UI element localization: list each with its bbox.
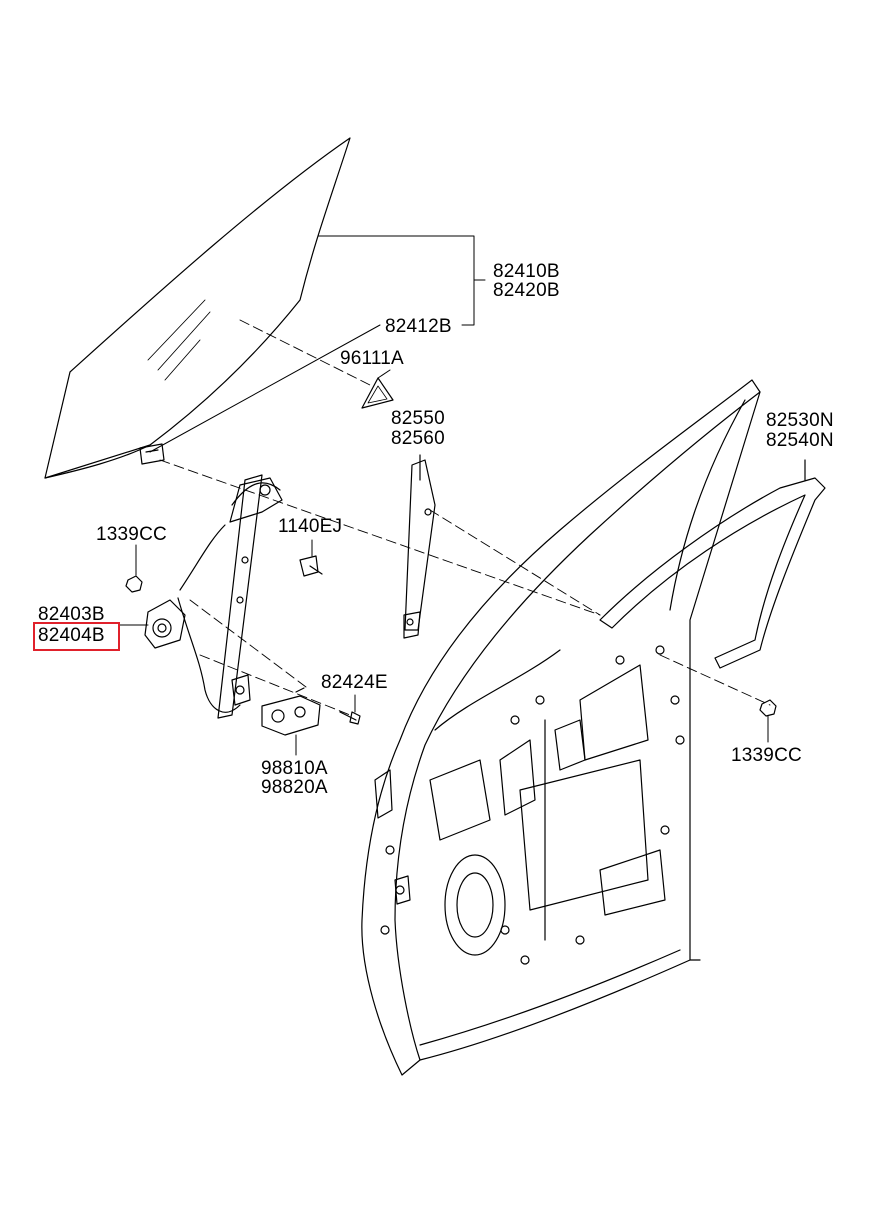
door-channel [403,454,436,639]
weatherstrip-part-number-1: 82530N [766,410,834,431]
motor-part-number-2: 82404B [38,625,105,646]
nut-left-part-number: 1339CC [96,524,167,545]
actuator-part-number-2: 98820A [261,777,328,798]
actuator-part-number-1: 98810A [261,758,328,779]
wedge-part-number: 96111A [340,348,404,369]
weatherstrip [599,459,826,669]
bolt [299,539,323,577]
glass-leader-lines [149,235,486,453]
door-panel [361,379,761,1076]
nut-left [125,544,143,593]
window-regulator [177,474,283,719]
window-glass [44,137,351,479]
alignment-lines [159,319,771,716]
bolt-part-number: 1140EJ [278,516,343,537]
nut-right [759,699,777,743]
glass-holder-part-number: 82412B [385,316,452,337]
door-actuator [261,687,321,756]
screw-part-number: 82424E [321,672,388,693]
weatherstrip-part-number-2: 82540N [766,430,834,451]
channel-part-number-2: 82560 [391,428,445,449]
glass-holder-clip [139,443,165,465]
channel-part-number-1: 82550 [391,408,445,429]
regulator-motor [119,599,186,649]
motor-part-number-1: 82403B [38,604,105,625]
wedge-part [361,369,394,409]
nut-right-part-number: 1339CC [731,745,802,766]
glass-part-number-2: 82420B [493,280,560,301]
glass-part-number-1: 82410B [493,261,560,282]
screw [339,694,361,725]
highlight-box [33,622,120,651]
